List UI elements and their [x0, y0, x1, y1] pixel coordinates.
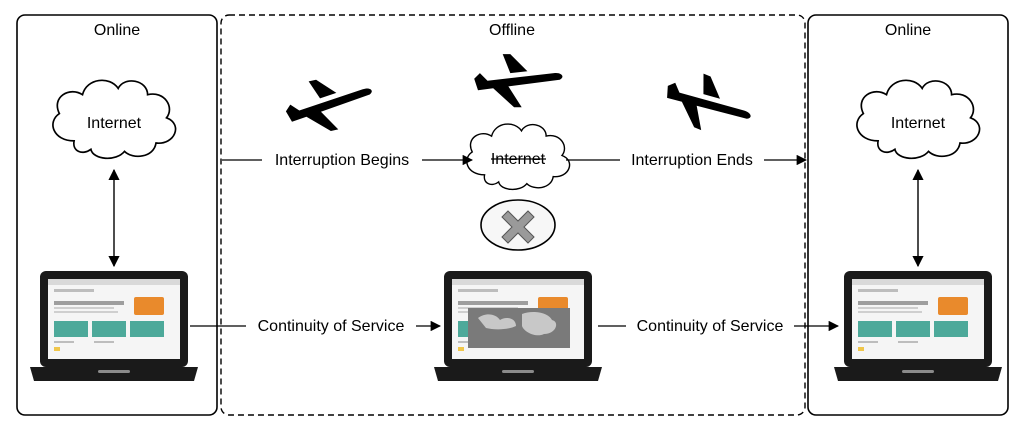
offline-map-overlay: [468, 308, 570, 348]
offline-panel: [220, 14, 806, 416]
panel-title-left: Online: [94, 22, 140, 39]
interruption-ends-label: Interruption Ends: [631, 152, 753, 169]
panel-title-middle: Offline: [489, 22, 535, 39]
cloud-label-right: Internet: [891, 115, 946, 132]
airplane-icon-middle: [474, 54, 563, 108]
panel-title-right: Online: [885, 22, 931, 39]
laptop-icon-left: [30, 271, 198, 381]
x-mark-icon: [480, 199, 556, 251]
laptop-icon-right: [834, 271, 1002, 381]
online-left-panel: [16, 14, 218, 416]
cloud-label-left: Internet: [87, 115, 142, 132]
airplane-icon-right: [657, 62, 759, 146]
online-right-panel: [807, 14, 1009, 416]
continuity-label-left: Continuity of Service: [258, 318, 405, 335]
airplane-icon-left: [280, 68, 379, 140]
continuity-label-right: Continuity of Service: [637, 318, 784, 335]
interruption-begins-label: Interruption Begins: [275, 152, 409, 169]
